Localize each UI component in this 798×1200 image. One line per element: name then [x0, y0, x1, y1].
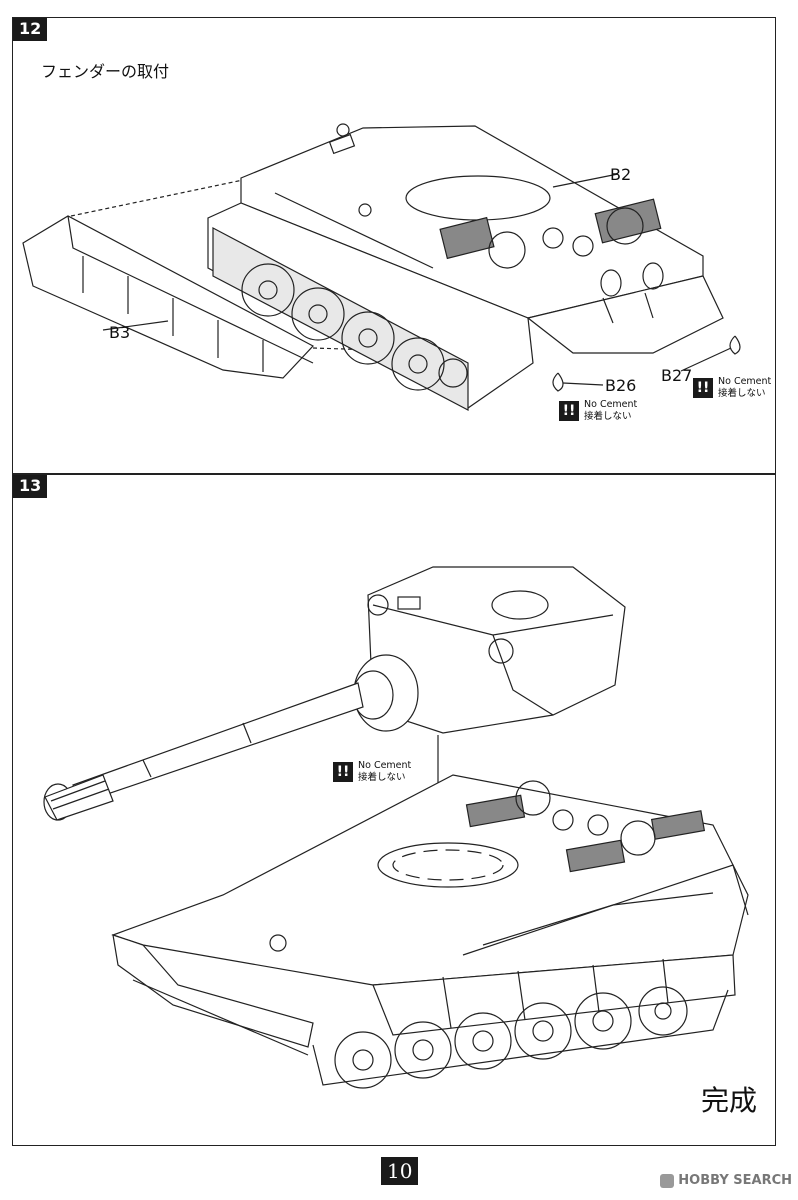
part-label-b2: B2 [610, 165, 632, 184]
warning-text-en: No Cement [584, 399, 638, 410]
step-title: フェンダーの取付 [41, 62, 170, 81]
no-cement-warning: !! No Cement 接着しない [333, 760, 411, 784]
page-number: 10 [381, 1157, 419, 1185]
watermark: HOBBY SEARCH [660, 1173, 792, 1188]
step-number: 13 [13, 475, 48, 498]
no-cement-warning: !! No Cement 接着しない [693, 376, 771, 400]
completion-label: 完成 [700, 1084, 757, 1117]
step-13-panel: 13 [12, 474, 776, 1146]
hobbysearch-logo-icon [660, 1173, 675, 1188]
warning-text-en: No Cement [718, 376, 772, 387]
warning-icon: !! [333, 762, 353, 782]
part-label-b3: B3 [109, 323, 131, 342]
step-number: 12 [13, 18, 48, 41]
tank-turret-assembly-diagram [43, 566, 749, 1089]
warning-text-en: No Cement [358, 760, 412, 771]
warning-text-ja: 接着しない [358, 772, 406, 783]
watermark-text: HOBBY SEARCH [678, 1173, 792, 1188]
part-label-b26: B26 [605, 376, 637, 395]
step-12-panel: 12 フェンダーの取付 [12, 17, 776, 474]
warning-text-ja: 接着しない [584, 411, 632, 422]
warning-icon: !! [693, 378, 713, 398]
part-label-b27: B27 [661, 366, 693, 385]
tank-hull-fender-diagram [22, 123, 741, 411]
warning-icon: !! [559, 401, 579, 421]
warning-text-ja: 接着しない [718, 388, 766, 399]
no-cement-warning: !! No Cement 接着しない [559, 399, 637, 423]
